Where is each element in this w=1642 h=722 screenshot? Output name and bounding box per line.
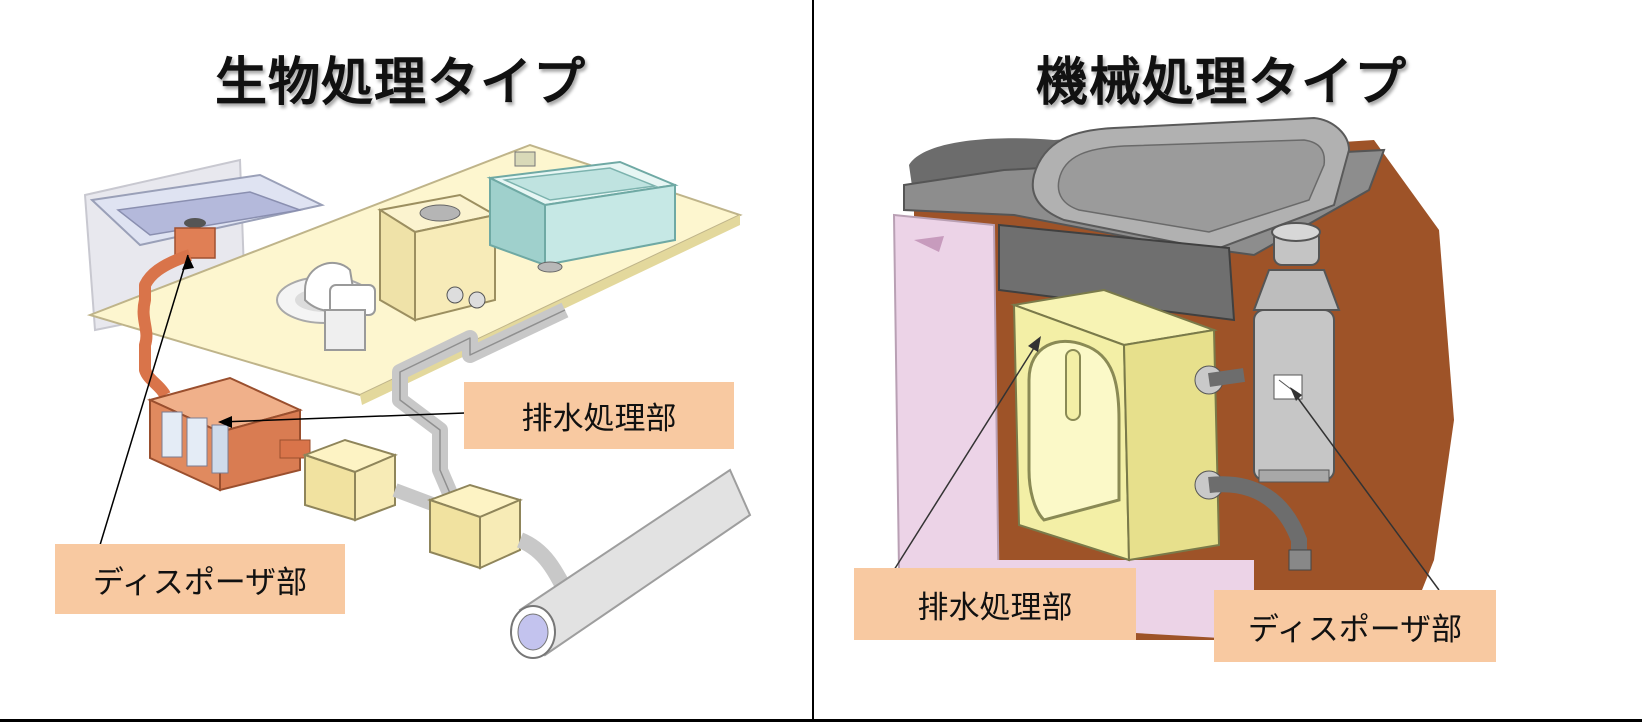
biological-treatment-label: 排水処理部 [464,382,734,449]
biological-panel: 生物処理タイプ [0,0,812,719]
treatment-arrow [219,412,466,423]
treatment-arrow [893,339,1040,571]
disposer-unit [1252,222,1341,483]
bathtub [486,151,679,267]
hose-end [1288,549,1312,571]
treatment-unit [1010,288,1224,562]
mechanical-treatment-label: 排水処理部 [854,568,1136,640]
manhole-box-2 [427,483,523,570]
cabinet-door [892,213,1001,622]
mechanical-panel: 機械処理タイプ [814,0,1642,719]
toilet [276,261,376,351]
manhole-box-1 [302,438,398,522]
treatment-tank [147,376,311,492]
sewer-main-pipe [510,468,752,659]
mechanical-sink [1031,116,1351,252]
connector-pipe [392,483,438,512]
floor-drain [537,261,563,273]
mechanical-illustration [892,116,1454,640]
disposer-arrow [99,254,189,546]
mechanical-disposer-label: ディスポーザ部 [1214,590,1496,662]
drain-hose [1208,476,1307,560]
counter-front [998,223,1236,322]
biological-disposer-label: ディスポーザ部 [55,544,345,614]
inlet-hose [1208,368,1245,387]
washing-machine [377,193,498,322]
biological-title: 生物処理タイプ [215,53,587,113]
drain-pipe-orange [137,249,192,399]
mechanical-title: 機械処理タイプ [1036,53,1408,113]
panel-divider [812,0,814,722]
kitchen-sink [89,173,326,259]
disposer-arrow [1291,389,1440,591]
biological-illustration [83,143,752,659]
